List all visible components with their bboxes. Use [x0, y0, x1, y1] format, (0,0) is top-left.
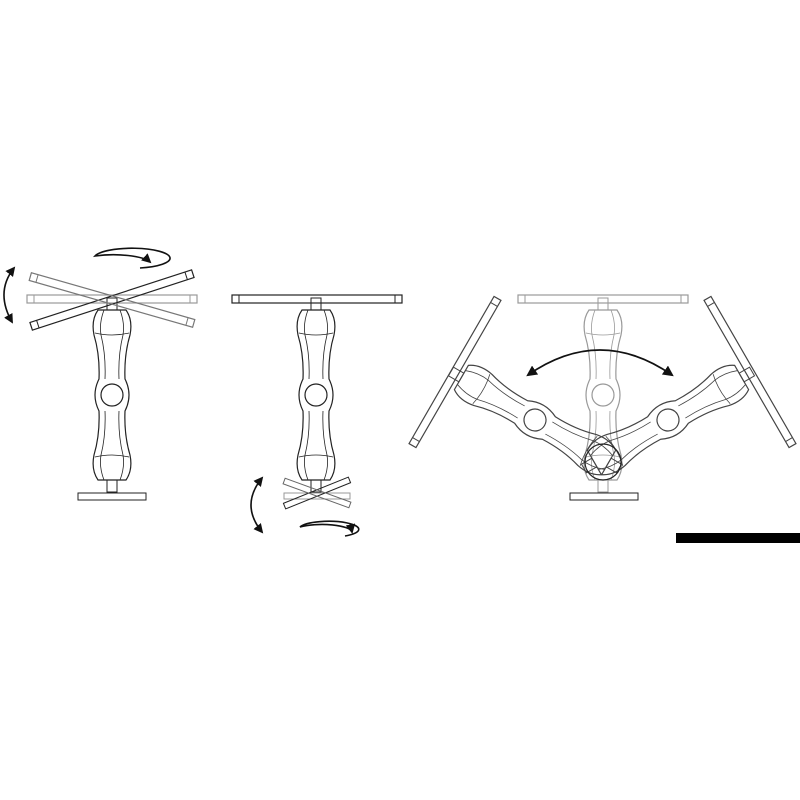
swing-arrow-icon — [526, 349, 674, 377]
base-plate — [569, 492, 639, 501]
ghost-base — [283, 492, 351, 500]
rotate-arrow-icon — [92, 247, 171, 269]
rotated-base — [282, 476, 352, 510]
rotate-arrow-icon — [299, 520, 360, 537]
right-swung-arm — [573, 354, 763, 486]
tilt-arrow-icon — [250, 476, 264, 534]
left-swung-plate — [408, 295, 502, 449]
mount-arm — [92, 297, 132, 493]
scale-bar — [676, 533, 800, 543]
figure-base-rotation — [231, 294, 403, 537]
top-plate — [231, 294, 403, 304]
figure-plate-rotation — [3, 247, 198, 501]
left-swung-arm — [440, 354, 630, 486]
mount-arm — [296, 297, 336, 493]
ghost-plate — [517, 294, 689, 304]
right-swung-plate — [703, 295, 797, 449]
tilt-arrow-icon — [3, 266, 16, 324]
rotated-base-ghost — [282, 477, 352, 509]
ball-joint — [584, 443, 622, 481]
base-plate — [77, 492, 147, 501]
figure-arm-swing — [408, 294, 797, 501]
rotated-plate-ghost — [28, 272, 196, 328]
